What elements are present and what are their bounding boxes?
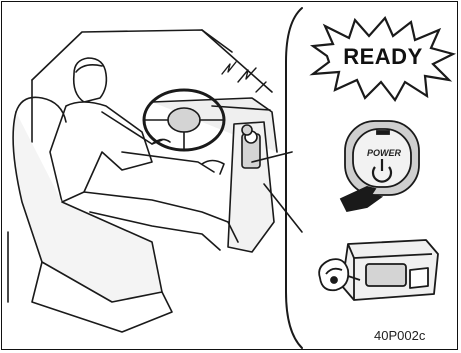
signal-marks — [222, 62, 236, 74]
callout-bracket — [286, 8, 302, 348]
power-button-illustration — [337, 117, 427, 213]
power-button-label: POWER — [358, 148, 410, 158]
dash-power-button — [242, 125, 252, 135]
figure-code: 40P002c — [374, 328, 425, 343]
windshield-frame — [32, 30, 272, 92]
ready-indicator-text: READY — [336, 44, 430, 70]
smart-key-icon — [314, 230, 444, 316]
pointing-hand-icon — [341, 187, 381, 211]
